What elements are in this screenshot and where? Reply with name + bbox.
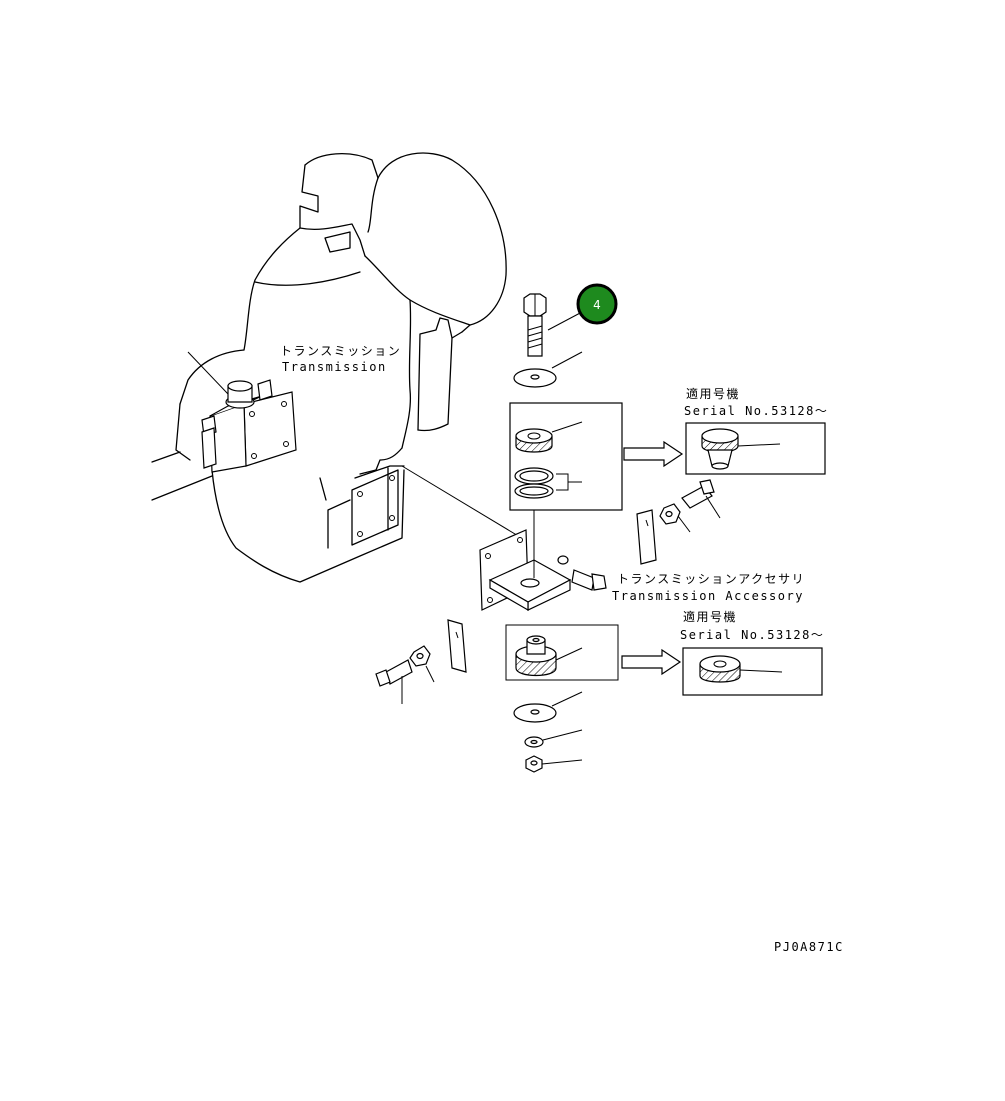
callout-4[interactable]: 4 — [576, 283, 618, 325]
accessory-label-en: Transmission Accessory — [612, 589, 804, 603]
upper-cushion-group — [509, 402, 684, 511]
serial-box-bottom — [682, 647, 823, 696]
transmission-housing — [151, 152, 507, 583]
callout-4-circle[interactable] — [576, 283, 618, 325]
left-bolt-nut-plate — [375, 619, 467, 704]
lower-cushion-group — [505, 624, 682, 681]
drawing-code: PJ0A871C — [774, 940, 844, 954]
left-mount-assembly — [187, 351, 297, 473]
flat-washer — [513, 351, 583, 388]
mount-bracket — [401, 465, 607, 612]
serial-top-label-jp: 適用号機 — [686, 386, 740, 401]
serial-top-label-en: Serial No.53128～ — [684, 404, 828, 418]
accessory-label-jp: トランスミッションアクセサリ — [617, 572, 805, 586]
serial-box-top — [685, 422, 826, 475]
transmission-label-en: Transmission — [282, 360, 387, 374]
mount-bolt — [523, 293, 583, 357]
callout-4-number: 4 — [593, 298, 601, 312]
serial-bottom-label-jp: 適用号機 — [683, 609, 737, 624]
lower-washers-nut — [513, 691, 583, 773]
transmission-label-jp: トランスミッション — [280, 344, 401, 358]
right-bolt-nut-plate — [636, 479, 721, 565]
serial-bottom-label-en: Serial No.53128～ — [680, 628, 824, 642]
